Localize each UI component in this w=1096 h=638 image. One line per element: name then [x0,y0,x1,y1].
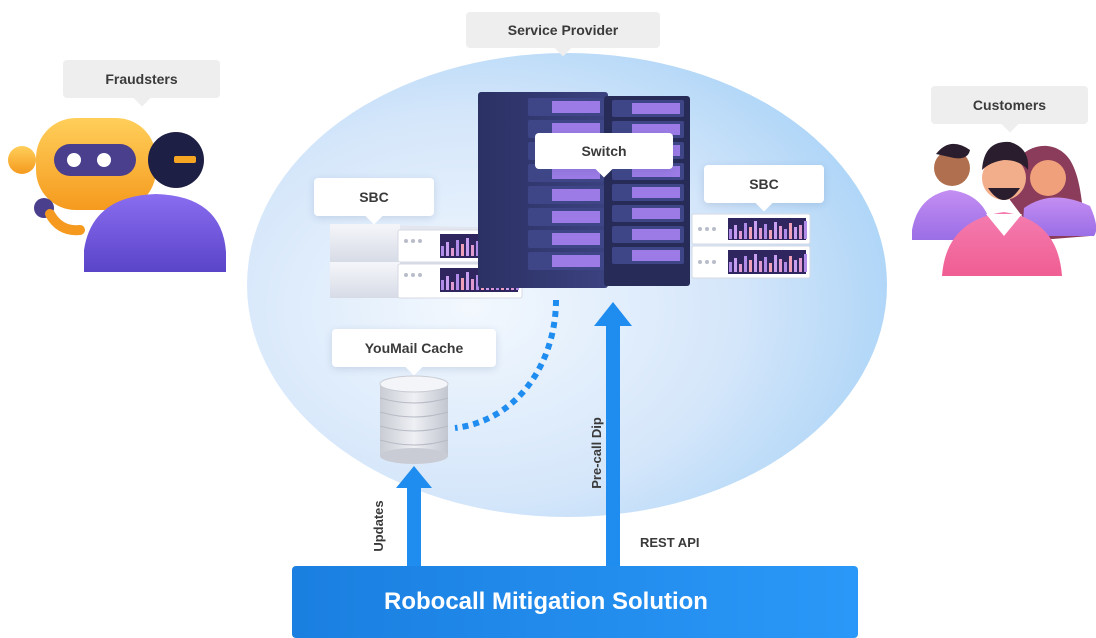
pre-call-dip-arrow [594,302,632,568]
solution-banner: Robocall Mitigation Solution [292,566,858,638]
rest-api-label: REST API [640,535,700,550]
service-provider-label: Service Provider [466,12,660,48]
cache-link-dotted [454,299,559,431]
fraudsters-label: Fraudsters [63,60,220,98]
sbc-right-label: SBC [704,165,824,203]
database-icon [379,375,449,464]
customers-label: Customers [931,86,1088,124]
banner-title: Robocall Mitigation Solution [384,588,708,615]
youmail-cache-label: YouMail Cache [332,329,496,367]
sbc-right-device [691,213,811,279]
switch-rack [478,92,690,288]
updates-label: Updates [371,500,386,552]
switch-label: Switch [535,133,673,169]
sbc-left-label: SBC [314,178,434,216]
updates-arrow [396,466,432,568]
customers-illustration [912,141,1096,276]
fraudsters-illustration [8,118,226,272]
pre-call-dip-label: Pre-call Dip [589,417,604,489]
